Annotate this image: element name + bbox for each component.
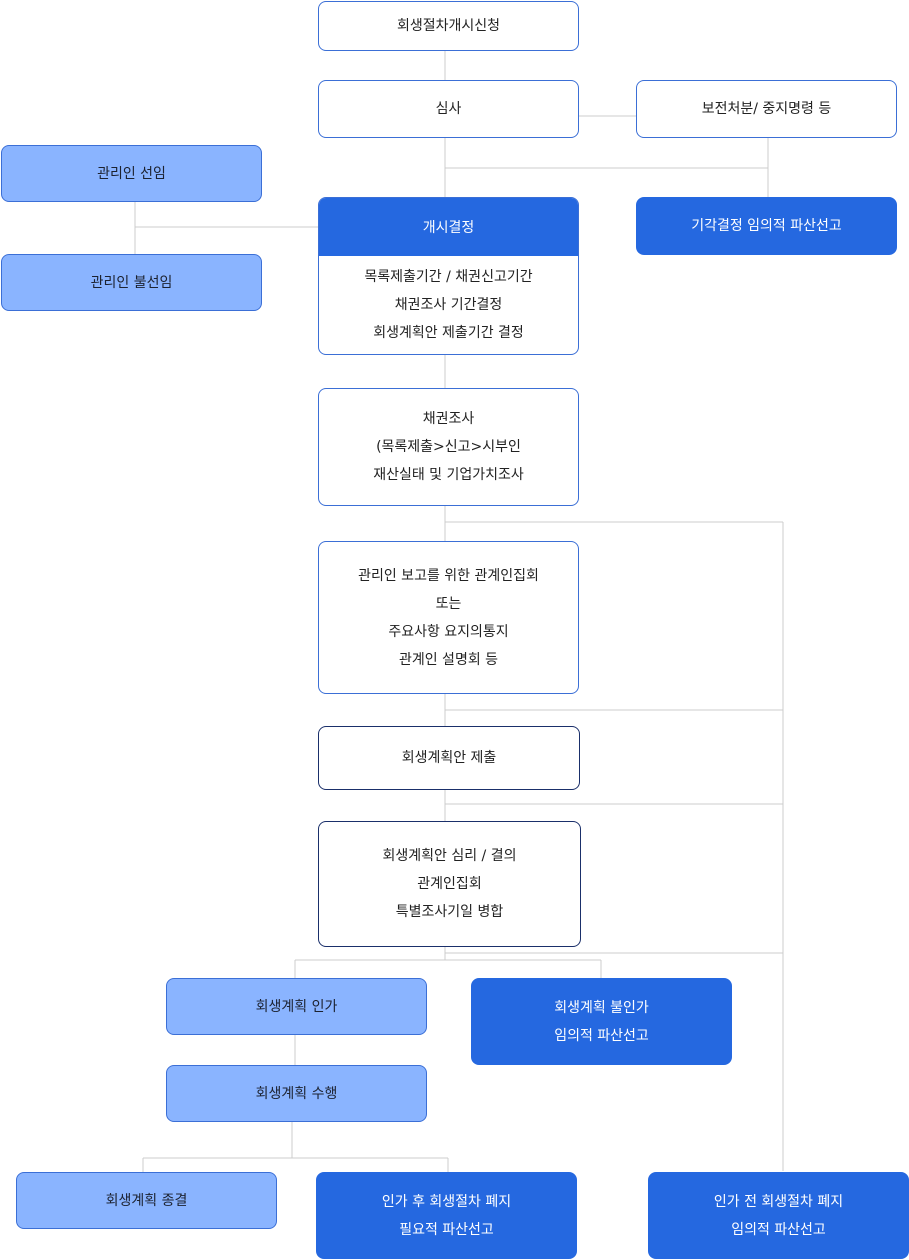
commencement-header: 개시결정 (319, 198, 578, 256)
creditors-meeting-line-3: 주요사항 요지의통지 (388, 623, 509, 640)
commencement-title: 개시결정 (422, 220, 475, 236)
appoint-admin-label: 관리인 선임 (97, 165, 166, 182)
claim-investigation-node: 채권조사 (목록제출>신고>시부인 재산실태 및 기업가치조사 (318, 388, 579, 506)
preservation-node: 보전처분/ 중지명령 등 (636, 80, 897, 138)
preservation-label: 보전처분/ 중지명령 등 (701, 101, 832, 117)
creditors-meeting-node: 관리인 보고를 위한 관계인집회 또는 주요사항 요지의통지 관계인 설명회 등 (318, 541, 579, 694)
creditors-meeting-line-4: 관계인 설명회 등 (398, 651, 499, 668)
plan-review-line-1: 회생계획안 심리 / 결의 (382, 848, 517, 864)
plan-submission-node: 회생계획안 제출 (318, 726, 580, 790)
plan-review-line-3: 특별조사기일 병합 (395, 904, 504, 920)
appoint-admin-node: 관리인 선임 (1, 145, 262, 202)
plan-execution-node: 회생계획 수행 (166, 1065, 427, 1122)
commencement-body: 목록제출기간 / 채권신고기간 채권조사 기간결정 회생계획안 제출기간 결정 (319, 256, 578, 354)
plan-submission-label: 회생계획안 제출 (401, 750, 497, 766)
no-admin-node: 관리인 불선임 (1, 254, 262, 311)
creditors-meeting-line-1: 관리인 보고를 위한 관계인집회 (358, 567, 539, 584)
plan-approval-label: 회생계획 인가 (255, 998, 338, 1015)
review-label: 심사 (435, 101, 462, 117)
claim-investigation-line-2: (목록제출>신고>시부인 (376, 439, 521, 455)
petition-label: 회생절차개시신청 (396, 18, 501, 34)
abolition-before-approval-node: 인가 전 회생절차 폐지 임의적 파산선고 (648, 1172, 909, 1259)
plan-completion-label: 회생계획 종결 (105, 1192, 188, 1209)
plan-rejection-line-2: 임의적 파산선고 (554, 1027, 649, 1044)
abolition-before-line-1: 인가 전 회생절차 폐지 (713, 1193, 844, 1210)
plan-approval-node: 회생계획 인가 (166, 978, 427, 1035)
plan-review-node: 회생계획안 심리 / 결의 관계인집회 특별조사기일 병합 (318, 821, 581, 947)
commencement-node: 개시결정 목록제출기간 / 채권신고기간 채권조사 기간결정 회생계획안 제출기… (318, 197, 579, 355)
abolition-before-line-2: 임의적 파산선고 (731, 1221, 826, 1238)
abolition-after-approval-node: 인가 후 회생절차 폐지 필요적 파산선고 (316, 1172, 577, 1259)
dismissal-node: 기각결정 임의적 파산선고 (636, 197, 897, 255)
plan-rejection-line-1: 회생계획 불인가 (554, 999, 649, 1016)
creditors-meeting-line-2: 또는 (435, 595, 462, 612)
claim-investigation-line-3: 재산실태 및 기업가치조사 (373, 467, 524, 483)
claim-investigation-line-1: 채권조사 (422, 411, 475, 427)
no-admin-label: 관리인 불선임 (90, 274, 173, 291)
commencement-line-2: 채권조사 기간결정 (394, 297, 503, 313)
abolition-after-line-2: 필요적 파산선고 (399, 1221, 494, 1238)
plan-execution-label: 회생계획 수행 (255, 1085, 338, 1102)
plan-review-line-2: 관계인집회 (417, 876, 482, 892)
review-node: 심사 (318, 80, 579, 138)
plan-completion-node: 회생계획 종결 (16, 1172, 277, 1229)
commencement-line-3: 회생계획안 제출기간 결정 (373, 325, 524, 341)
plan-rejection-node: 회생계획 불인가 임의적 파산선고 (471, 978, 732, 1065)
dismissal-label: 기각결정 임의적 파산선고 (691, 218, 842, 234)
commencement-line-1: 목록제출기간 / 채권신고기간 (364, 269, 533, 285)
abolition-after-line-1: 인가 후 회생절차 폐지 (381, 1193, 512, 1210)
petition-node: 회생절차개시신청 (318, 1, 579, 51)
